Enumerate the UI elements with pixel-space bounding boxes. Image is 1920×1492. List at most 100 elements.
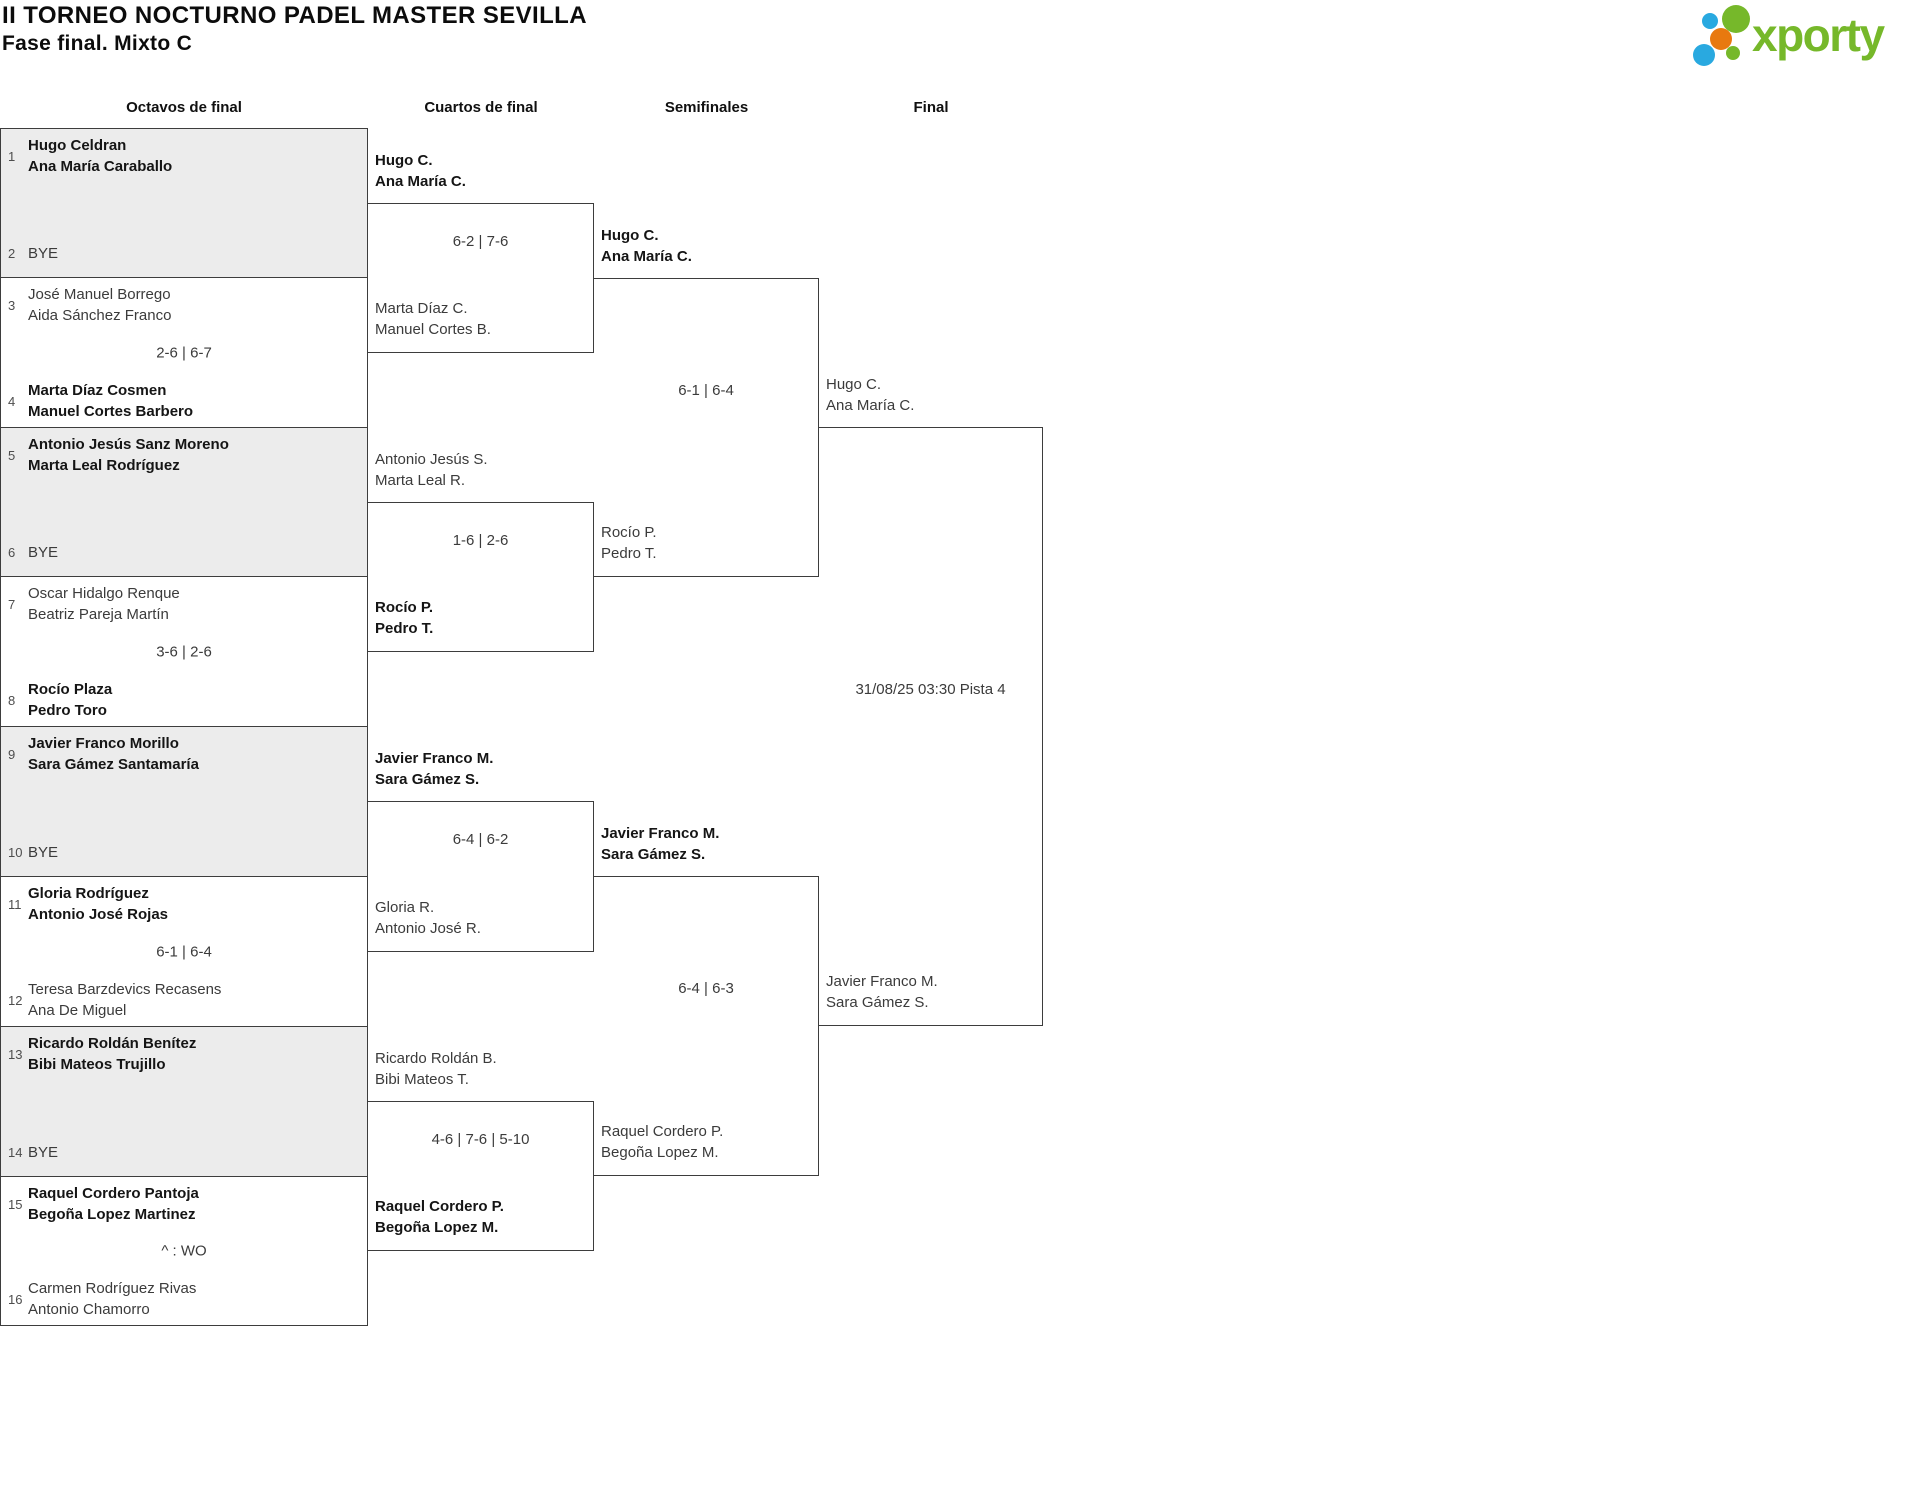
team-name-line: Ana María C. <box>601 248 692 265</box>
octavos-match-5: 9 Javier Franco Morillo Sara Gámez Santa… <box>0 726 368 877</box>
logo-wordmark: xporty <box>1752 9 1885 61</box>
team-name-line: Pedro T. <box>375 620 434 637</box>
xporty-logo[interactable]: xporty <box>1690 3 1915 69</box>
logo-dot-icon <box>1702 13 1718 29</box>
team-name-line: Ricardo Roldán Benítez <box>28 1035 197 1052</box>
team-name-line: Raquel Cordero P. <box>375 1198 504 1215</box>
seed-number: 13 <box>8 1046 23 1062</box>
match-score: 6-1 | 6-4 <box>678 382 734 399</box>
seed-number: 2 <box>8 246 16 261</box>
logo-dot-icon <box>1726 46 1740 60</box>
seed-number: 4 <box>8 393 16 409</box>
advancing-team: Raquel Cordero P. Begoña Lopez M. <box>375 1196 504 1238</box>
team-name-line: Javier Franco Morillo <box>28 735 179 752</box>
team-name-line: Javier Franco M. <box>375 750 494 767</box>
advancing-team: Ricardo Roldán B. Bibi Mateos T. <box>375 1048 497 1090</box>
octavos-match-2: 3 José Manuel Borrego Aida Sánchez Franc… <box>0 277 368 428</box>
team-names: Javier Franco Morillo Sara Gámez Santama… <box>28 733 199 775</box>
seed-number: 10 <box>8 845 23 860</box>
team-name-line: Marta Leal R. <box>375 472 466 489</box>
octavos-match-8: 15 Raquel Cordero Pantoja Begoña Lopez M… <box>0 1176 368 1326</box>
team-name-line: BYE <box>28 1144 59 1161</box>
team-names: Raquel Cordero Pantoja Begoña Lopez Mart… <box>28 1183 199 1225</box>
advancing-team: Javier Franco M. Sara Gámez S. <box>601 823 719 865</box>
octavos-match-6: 11 Gloria Rodríguez Antonio José Rojas 6… <box>0 876 368 1027</box>
advancing-team: Rocío P. Pedro T. <box>375 597 433 639</box>
team-slot: 7 Oscar Hidalgo Renque Beatriz Pareja Ma… <box>1 583 367 625</box>
semifinal-match-2: Javier Franco M. Sara Gámez S. 6-4 | 6-3… <box>594 825 819 1176</box>
advancing-team: Gloria R. Antonio José R. <box>375 897 481 939</box>
cuartos-match-2: Antonio Jesús S. Marta Leal R. 1-6 | 2-6… <box>368 451 594 652</box>
advancing-team: Hugo C. Ana María C. <box>826 374 914 416</box>
team-name-line: Bibi Mateos T. <box>375 1071 469 1088</box>
match-score: 3-6 | 2-6 <box>156 643 212 660</box>
team-slot: 11 Gloria Rodríguez Antonio José Rojas <box>1 883 367 925</box>
team-name-line: Rocío Plaza <box>28 681 113 698</box>
team-name-line: Antonio José R. <box>375 920 481 937</box>
round-header-cuartos: Cuartos de final <box>424 99 538 116</box>
cuartos-match-3: Javier Franco M. Sara Gámez S. 6-4 | 6-2… <box>368 750 594 952</box>
team-names: Oscar Hidalgo Renque Beatriz Pareja Mart… <box>28 583 180 625</box>
octavos-match-7: 13 Ricardo Roldán Benítez Bibi Mateos Tr… <box>0 1026 368 1177</box>
team-names: Gloria Rodríguez Antonio José Rojas <box>28 883 168 925</box>
team-name-line: Raquel Cordero Pantoja <box>28 1185 199 1202</box>
team-name-line: Pedro T. <box>601 545 657 562</box>
team-name-line: Marta Díaz Cosmen <box>28 382 167 399</box>
team-name-line: Bibi Mateos Trujillo <box>28 1056 166 1073</box>
match-score: 2-6 | 6-7 <box>156 344 212 361</box>
team-slot: 9 Javier Franco Morillo Sara Gámez Santa… <box>1 733 367 775</box>
seed-number: 12 <box>8 992 23 1008</box>
team-name-line: Ana María C. <box>826 397 915 414</box>
advancing-team: Rocío P. Pedro T. <box>601 522 657 564</box>
cuartos-match-1: Hugo C. Ana María C. 6-2 | 7-6 Marta Día… <box>368 152 594 353</box>
team-name-line: BYE <box>28 844 59 861</box>
advancing-team: Javier Franco M. Sara Gámez S. <box>375 748 493 790</box>
seed-number: 5 <box>8 447 16 463</box>
logo-dot-icon <box>1710 28 1732 50</box>
round-header-octavos: Octavos de final <box>126 99 242 116</box>
team-name-line: Ricardo Roldán B. <box>375 1050 497 1067</box>
seed-number: 8 <box>8 692 16 708</box>
octavos-match-3: 5 Antonio Jesús Sanz Moreno Marta Leal R… <box>0 427 368 577</box>
team-names: Rocío Plaza Pedro Toro <box>28 679 112 721</box>
team-name-line: Hugo C. <box>601 227 659 244</box>
team-names: Teresa Barzdevics Recasens Ana De Miguel <box>28 979 221 1021</box>
advancing-team: Hugo C. Ana María C. <box>375 150 466 192</box>
team-name-line: Teresa Barzdevics Recasens <box>28 981 222 998</box>
team-name-line: Gloria R. <box>375 899 435 916</box>
match-score: 6-1 | 6-4 <box>156 943 212 960</box>
team-name-line: BYE <box>28 245 59 262</box>
logo-dot-icon <box>1693 44 1715 66</box>
team-name-line: Aida Sánchez Franco <box>28 307 172 324</box>
team-name-line: Ana María Caraballo <box>28 158 173 175</box>
team-name-line: Begoña Lopez Martinez <box>28 1206 196 1223</box>
match-score: 1-6 | 2-6 <box>452 532 509 549</box>
team-names: BYE <box>28 1142 58 1163</box>
team-name-line: Marta Díaz C. <box>375 300 468 317</box>
team-name-line: Gloria Rodríguez <box>28 885 149 902</box>
seed-number: 6 <box>8 545 16 560</box>
team-slot: 2 BYE <box>1 243 367 264</box>
advancing-team: Javier Franco M. Sara Gámez S. <box>826 971 938 1013</box>
team-names: José Manuel Borrego Aida Sánchez Franco <box>28 284 171 326</box>
advancing-team: Antonio Jesús S. Marta Leal R. <box>375 449 488 491</box>
team-slot: 13 Ricardo Roldán Benítez Bibi Mateos Tr… <box>1 1033 367 1075</box>
team-slot: 12 Teresa Barzdevics Recasens Ana De Mig… <box>1 979 367 1021</box>
round-header-final: Final <box>913 99 949 116</box>
team-name-line: Antonio Jesús Sanz Moreno <box>28 436 229 453</box>
team-name-line: Pedro Toro <box>28 702 107 719</box>
team-slot: 1 Hugo Celdran Ana María Caraballo <box>1 135 367 177</box>
octavos-match-4: 7 Oscar Hidalgo Renque Beatriz Pareja Ma… <box>0 576 368 727</box>
team-name-line: Begoña Lopez M. <box>601 1144 719 1161</box>
team-names: Carmen Rodríguez Rivas Antonio Chamorro <box>28 1278 196 1320</box>
match-score: 6-4 | 6-3 <box>678 980 734 997</box>
match-score: 6-2 | 7-6 <box>452 233 509 250</box>
team-slot: 4 Marta Díaz Cosmen Manuel Cortes Barber… <box>1 380 367 422</box>
match-score: 4-6 | 7-6 | 5-10 <box>431 1131 530 1148</box>
team-slot: 10 BYE <box>1 842 367 863</box>
team-name-line: Hugo C. <box>826 376 882 393</box>
team-name-line: Antonio José Rojas <box>28 906 169 923</box>
match-schedule: 31/08/25 03:30 Pista 4 <box>855 681 1006 698</box>
team-slot: 15 Raquel Cordero Pantoja Begoña Lopez M… <box>1 1183 367 1225</box>
team-slot: 14 BYE <box>1 1142 367 1163</box>
